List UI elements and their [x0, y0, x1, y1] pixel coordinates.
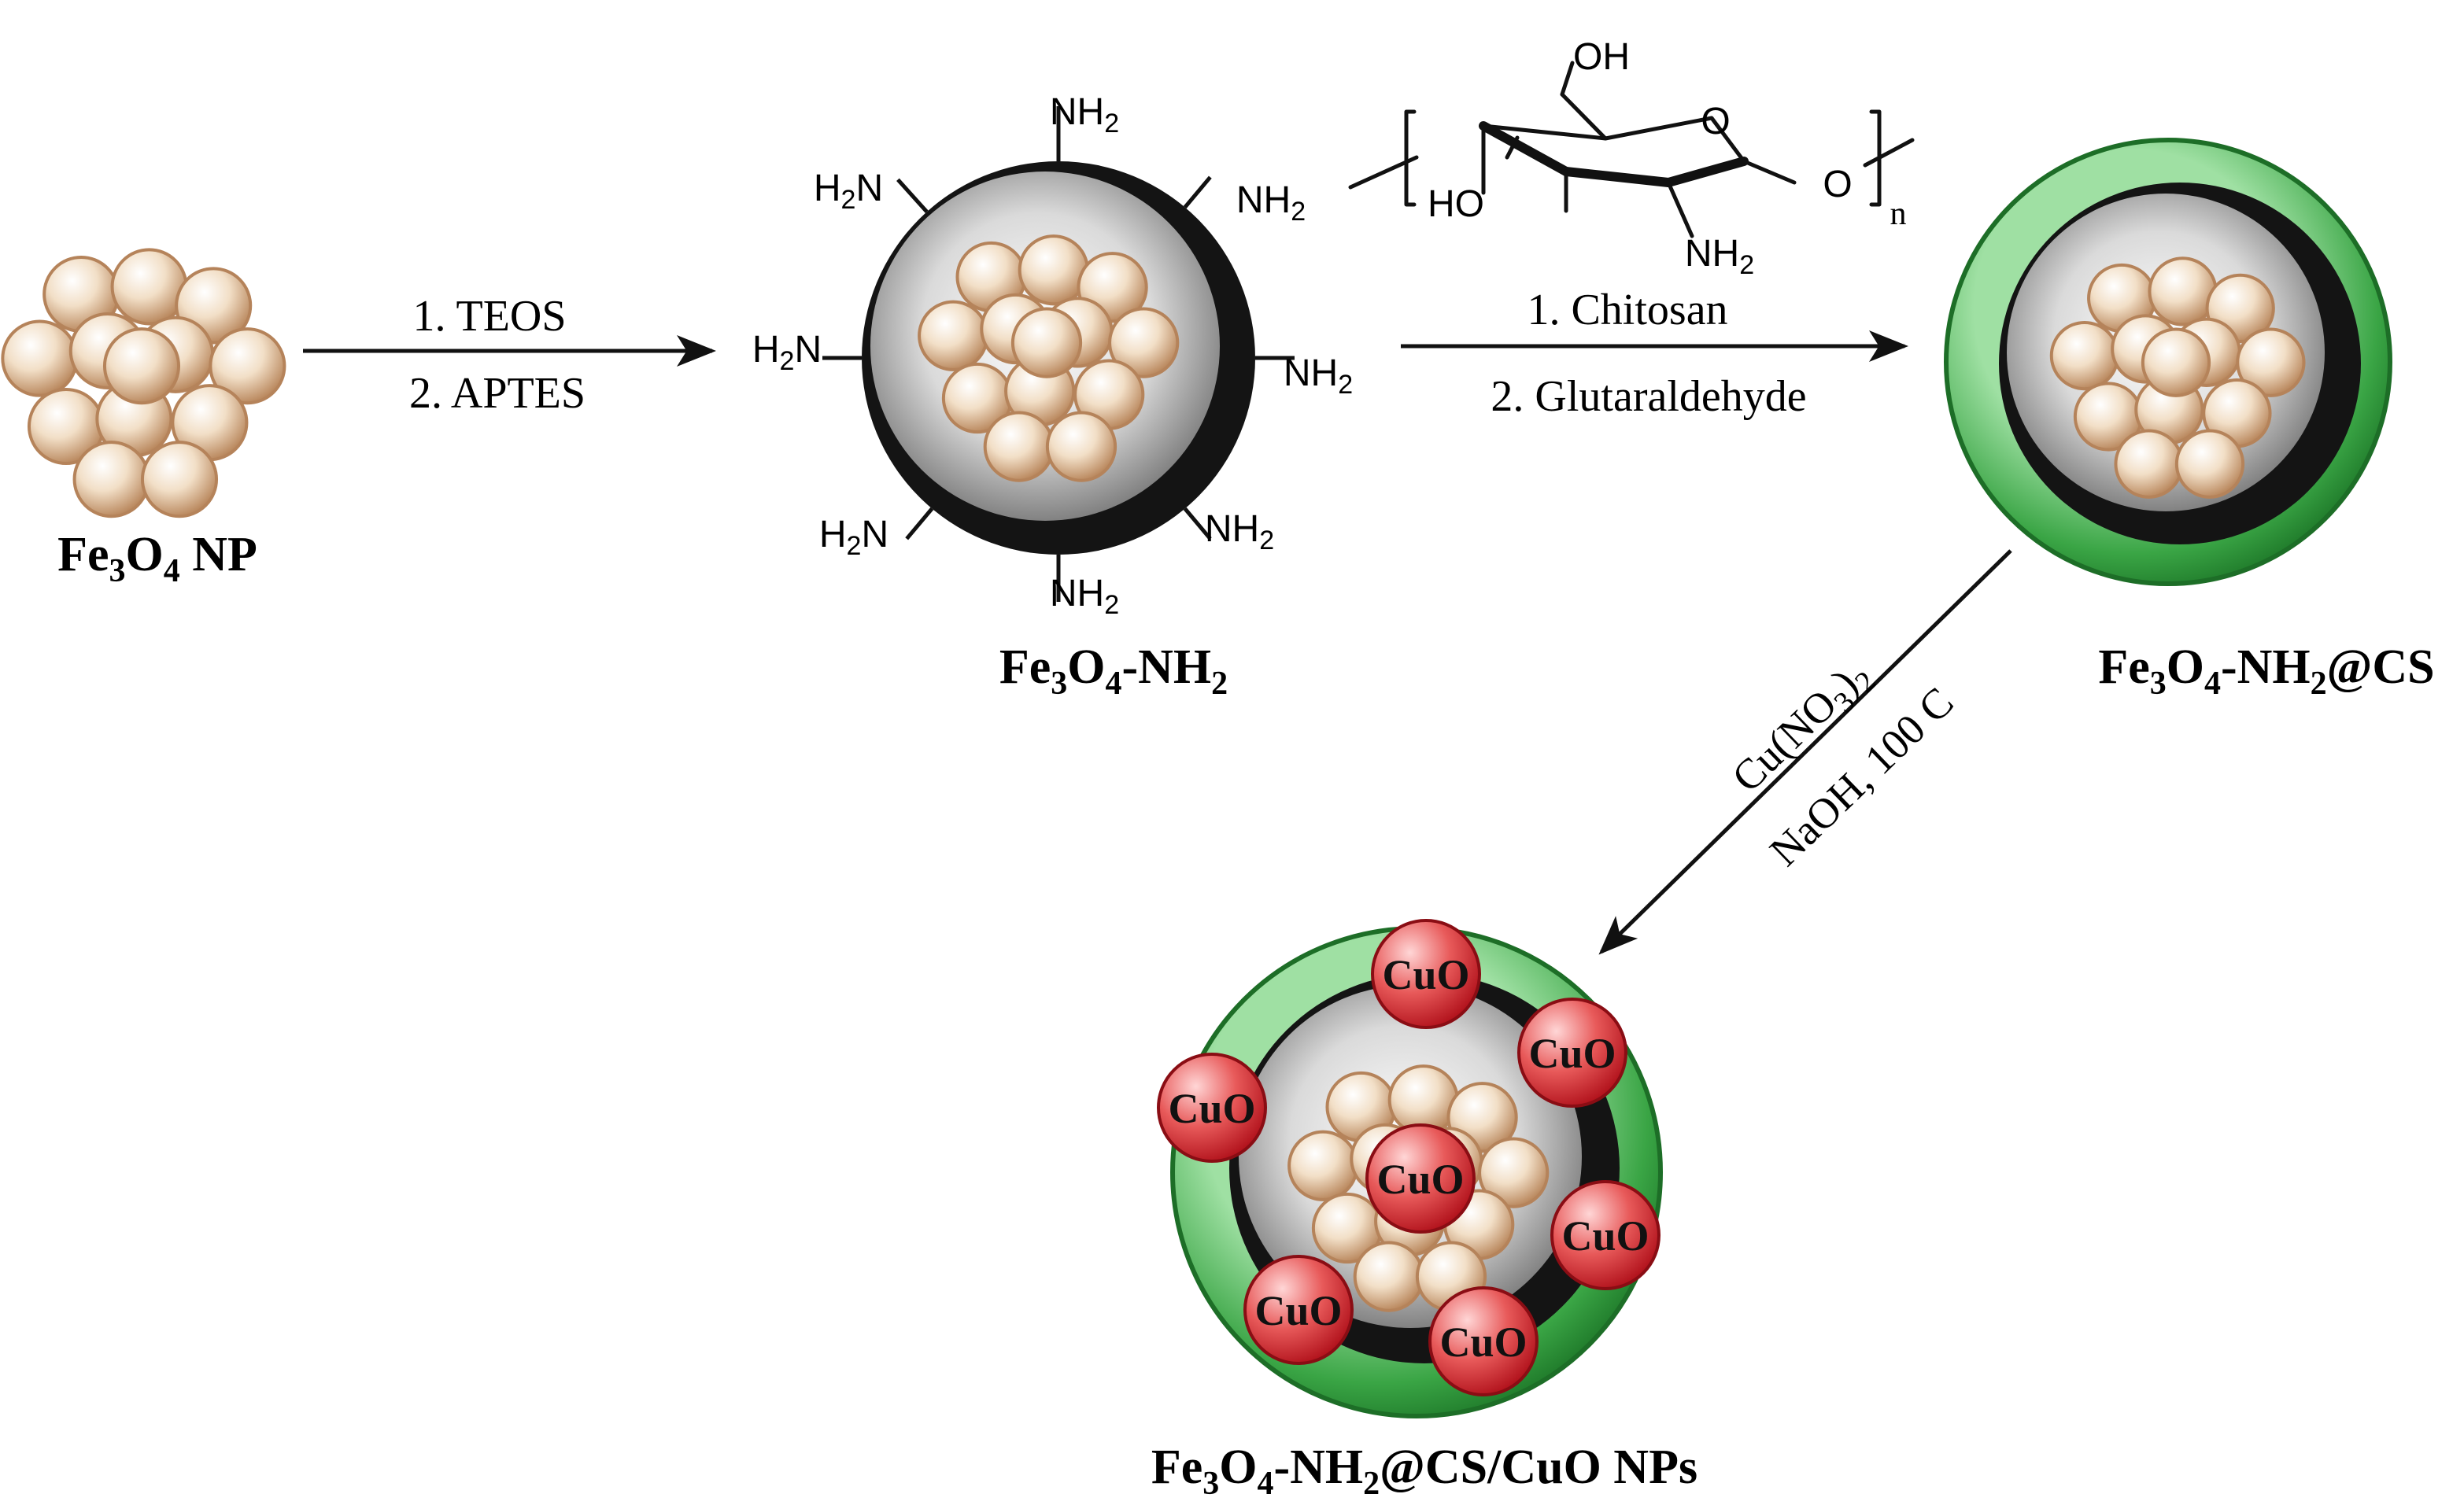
fe3o4-bead: [1010, 307, 1083, 378]
fe3o4-bead: [1287, 1130, 1359, 1201]
cuo-sphere: [1428, 1286, 1539, 1396]
svg-text:NH2: NH2: [1205, 508, 1274, 555]
chitosan-ring-oxygen: O: [1701, 101, 1730, 142]
amine-group-top-right: NH2: [1236, 179, 1306, 227]
fe3o4-bead: [1045, 411, 1117, 482]
fe3o4-bead: [110, 248, 188, 326]
amine-group-bottom-left: H2N: [819, 514, 888, 561]
fe3o4-bead: [2114, 429, 2184, 499]
label-fe3o4-nh2-cs: Fe3O4-NH2@CS: [2098, 640, 2434, 702]
arrow-step3: [1598, 549, 2012, 955]
fe3o4-bead: [2148, 256, 2218, 326]
cuo-particle: CuO: [1550, 1180, 1661, 1290]
fe3o4-bead: [1018, 234, 1089, 306]
fe3o4-bead: [1, 319, 79, 397]
amine-bond: [1183, 175, 1212, 209]
chitosan-structure: [1348, 61, 1915, 238]
chitosan-repeat-n: n: [1890, 196, 1907, 232]
chitosan-shell-edge: [1944, 138, 2392, 586]
cuo-particle: CuO: [1243, 1255, 1354, 1365]
chitosan-ho-left: HO: [1428, 183, 1484, 225]
cuo-particle: CuO: [1428, 1286, 1539, 1396]
svg-text:NH2: NH2: [1284, 352, 1353, 400]
label-fe3o4-nh2-cs-cuo: Fe3O4-NH2@CS/CuO NPs: [1151, 1440, 1697, 1502]
fe3o4-bead: [102, 327, 181, 405]
cuo-label: CuO: [1254, 1287, 1342, 1334]
cuo-particle: CuO: [1365, 1123, 1476, 1234]
fe3o4-bead: [2049, 320, 2120, 391]
fe3o4-bead: [2141, 327, 2211, 397]
cuo-sphere: [1365, 1123, 1476, 1234]
chitosan-link-oxygen: O: [1823, 164, 1852, 205]
fe3o4-core-cluster-cs: [2049, 256, 2306, 499]
fe3o4-bead: [2236, 327, 2306, 397]
cuo-label: CuO: [1382, 951, 1469, 998]
fe3o4-np-cluster: [1, 248, 286, 518]
label-fe3o4-nh2: Fe3O4-NH2: [999, 640, 1228, 702]
fe3o4-bead: [1478, 1137, 1550, 1208]
amine-group-bottom: NH2: [1050, 573, 1119, 620]
cuo-particle: CuO: [1371, 919, 1481, 1029]
cuo-sphere: [1371, 919, 1481, 1029]
fe3o4-bead: [140, 441, 219, 518]
cuo-sphere: [1157, 1053, 1267, 1163]
amine-group-bottom-right: NH2: [1205, 508, 1274, 555]
fe3o4-core-cluster: [918, 234, 1180, 482]
fe3o4-bead: [1108, 307, 1180, 378]
cuo-sphere: [1517, 998, 1627, 1108]
svg-text:NH2: NH2: [1050, 573, 1119, 620]
svg-text:NH2: NH2: [1236, 179, 1306, 227]
amine-bond: [905, 507, 934, 540]
fe3o4-bead: [2174, 429, 2245, 499]
amine-group-top: NH2: [1050, 91, 1119, 138]
fe3o4-bead: [72, 441, 150, 518]
amine-bond: [896, 178, 929, 213]
chitosan-nh2: NH2: [1685, 233, 1754, 280]
chitosan-oh-top: OH: [1573, 36, 1630, 78]
amine-linker-bonds: [822, 106, 1295, 602]
cuo-sphere: [1243, 1255, 1354, 1365]
step2-reagent-chitosan: 1. Chitosan: [1527, 286, 1727, 334]
amine-group-left: H2N: [752, 329, 822, 376]
cuo-nanoparticles: CuO CuO CuO CuO CuO CuO CuO: [1157, 919, 1661, 1396]
step1-reagent-aptes: 2. APTES: [409, 369, 586, 418]
amine-bond: [1183, 507, 1212, 540]
fe3o4-bead: [918, 300, 989, 371]
amine-group-right: NH2: [1284, 352, 1353, 400]
svg-text:H2N: H2N: [814, 168, 883, 215]
svg-text:NH2: NH2: [1050, 91, 1119, 138]
cuo-particle: CuO: [1517, 998, 1627, 1108]
step1-reagent-teos: 1. TEOS: [413, 292, 567, 341]
svg-text:H2N: H2N: [752, 329, 822, 376]
fe3o4-bead: [209, 327, 286, 405]
fe3o4-bead: [983, 411, 1055, 482]
cuo-particle: CuO: [1157, 1053, 1267, 1163]
amine-group-top-left: H2N: [814, 168, 883, 215]
cuo-label: CuO: [1168, 1085, 1255, 1132]
label-fe3o4-np: Fe3O4 NP: [57, 528, 257, 589]
cuo-label: CuO: [1528, 1030, 1616, 1077]
cuo-label: CuO: [1561, 1212, 1649, 1260]
cuo-label: CuO: [1376, 1156, 1464, 1203]
step2-reagent-glutaraldehyde: 2. Glutaraldehyde: [1491, 372, 1806, 421]
fe3o4-bead: [1353, 1241, 1424, 1312]
cuo-sphere: [1550, 1180, 1661, 1290]
svg-text:H2N: H2N: [819, 514, 888, 561]
cuo-label: CuO: [1439, 1319, 1527, 1366]
